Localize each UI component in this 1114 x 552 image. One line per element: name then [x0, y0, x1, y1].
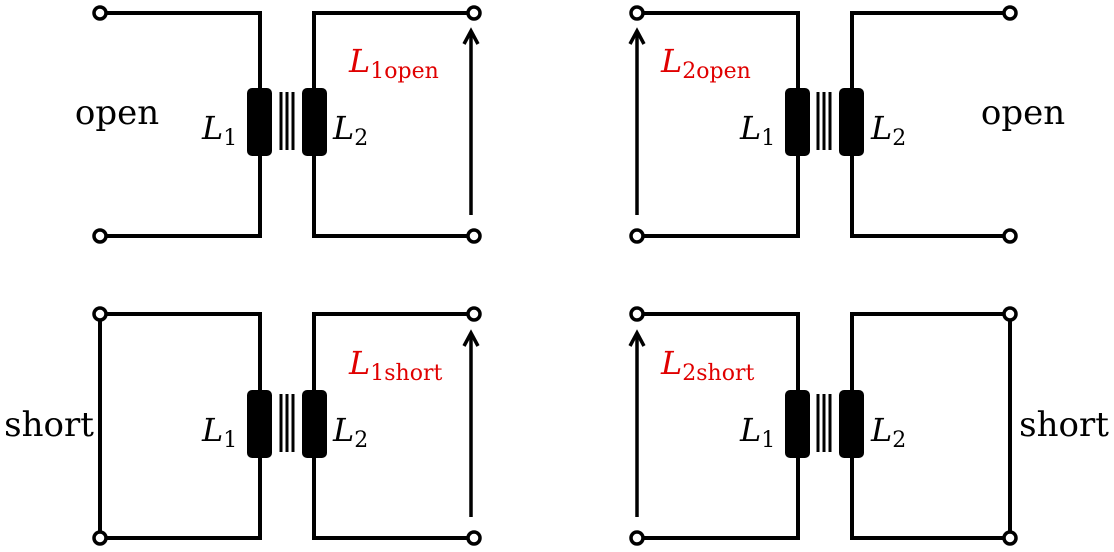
label-l2: L2 — [870, 411, 906, 453]
terminal-primary-bottom[interactable] — [629, 228, 645, 244]
terminal-primary-top[interactable] — [92, 5, 108, 21]
coil-l1 — [785, 390, 810, 458]
panel-l2-short: short L1 L2 L2short — [628, 306, 1109, 546]
terminal-primary-bottom[interactable] — [92, 530, 108, 546]
arrowhead — [462, 329, 480, 347]
coil-l1 — [247, 88, 272, 156]
terminal-primary-bottom[interactable] — [629, 530, 645, 546]
primary-bottom-wire — [98, 152, 262, 238]
label-l2: L2 — [332, 109, 368, 151]
label-l2: L2 — [870, 109, 906, 151]
label-l1: L1 — [201, 411, 237, 453]
label-l1: L1 — [201, 109, 237, 151]
terminal-secondary-bottom[interactable] — [1002, 530, 1018, 546]
terminal-secondary-top[interactable] — [466, 5, 482, 21]
measured-inductance-label: L2short — [660, 344, 754, 386]
measured-inductance-label: L2open — [660, 42, 751, 84]
terminal-secondary-bottom[interactable] — [466, 228, 482, 244]
primary-top-wire — [98, 11, 262, 92]
arrowhead — [462, 27, 480, 45]
terminal-primary-top[interactable] — [92, 306, 108, 322]
arrowhead — [628, 329, 646, 347]
panel-l2-open: open L1 L2 L2open — [628, 5, 1065, 244]
primary-top-wire — [635, 312, 800, 394]
terminal-secondary-top[interactable] — [466, 306, 482, 322]
primary-bottom-wire — [635, 152, 800, 238]
measured-inductance-label: L1open — [348, 42, 439, 84]
terminal-primary-top[interactable] — [629, 5, 645, 21]
coil-l1 — [247, 390, 272, 458]
primary-top-wire — [635, 11, 800, 92]
coil-l2 — [302, 88, 327, 156]
state-label: open — [981, 93, 1065, 133]
secondary-bottom-wire — [850, 454, 1012, 540]
secondary-bottom-wire — [850, 152, 1012, 238]
coil-l1 — [785, 88, 810, 156]
label-l1: L1 — [739, 109, 775, 151]
terminal-secondary-top[interactable] — [1002, 5, 1018, 21]
secondary-bottom-wire — [312, 152, 476, 238]
primary-bottom-wire — [98, 454, 262, 540]
terminal-primary-bottom[interactable] — [92, 228, 108, 244]
label-l2: L2 — [332, 411, 368, 453]
state-label: short — [1019, 405, 1109, 445]
coil-l2 — [839, 88, 864, 156]
secondary-top-wire — [312, 312, 476, 394]
terminal-primary-top[interactable] — [629, 306, 645, 322]
state-label: short — [4, 405, 94, 445]
secondary-bottom-wire — [312, 454, 476, 540]
measured-inductance-label: L1short — [348, 344, 442, 386]
primary-top-wire — [98, 312, 262, 394]
panel-l1-open: open L1 L2 L1open — [75, 5, 482, 244]
panel-l1-short: short L1 L2 L1short — [4, 306, 482, 546]
secondary-top-wire — [850, 11, 1012, 92]
terminal-secondary-bottom[interactable] — [1002, 228, 1018, 244]
secondary-top-wire — [850, 312, 1012, 394]
state-label: open — [75, 93, 159, 133]
coil-l2 — [839, 390, 864, 458]
arrowhead — [628, 27, 646, 45]
terminal-secondary-bottom[interactable] — [466, 530, 482, 546]
primary-bottom-wire — [635, 454, 800, 540]
terminal-secondary-top[interactable] — [1002, 306, 1018, 322]
secondary-top-wire — [312, 11, 476, 92]
label-l1: L1 — [739, 411, 775, 453]
coil-l2 — [302, 390, 327, 458]
